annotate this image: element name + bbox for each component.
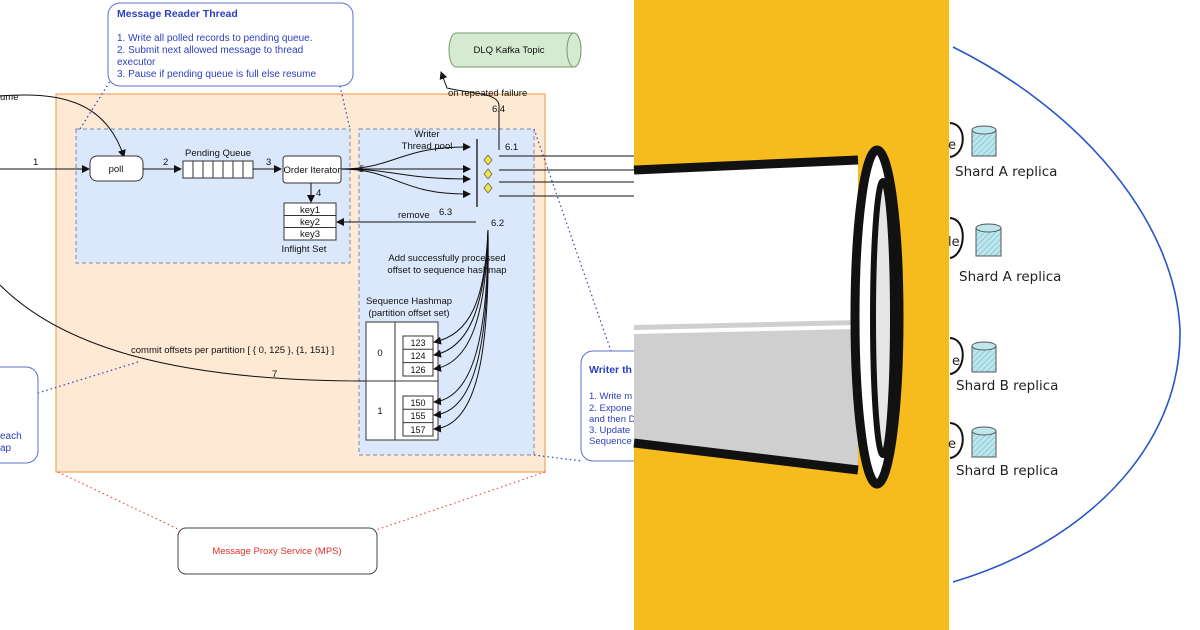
replica-fragment: e: [948, 437, 956, 452]
writer-pool-label: Thread pool: [402, 141, 453, 152]
dispatch-arrow: [340, 168, 471, 183]
left-callout-line: ap: [0, 443, 12, 454]
megaphone-illustration: [633, 0, 949, 630]
dlq-arrow: [439, 71, 500, 150]
worker-icon: [483, 154, 493, 166]
add-processed-text: Add successfully processed: [388, 253, 505, 264]
offset-cell: 123: [410, 338, 425, 348]
remove-label: remove: [398, 210, 430, 221]
left-callout: [0, 366, 39, 464]
replica-label: Shard A replica: [955, 164, 1057, 180]
worker-icon: [483, 182, 493, 194]
step-6-2: 6.2: [491, 218, 504, 229]
database-icon: [975, 223, 1002, 257]
mps-box: [177, 527, 378, 575]
replica-label: Shard B replica: [956, 463, 1058, 479]
inflight-key: key3: [300, 229, 320, 240]
mps-connector: [375, 471, 546, 531]
message-proxy-diagram: Message Reader Thread 1. Write all polle…: [0, 2, 636, 575]
shard-replica-sketch: e Shard A replica le Shard A replica e: [948, 0, 1200, 630]
on-failure-label: on repeated failure: [448, 88, 527, 99]
inflight-label: Inflight Set: [282, 244, 327, 255]
inflight-set: key1 key2 key3: [283, 202, 337, 241]
step-1: 1: [33, 157, 38, 168]
reader-callout-connector: [79, 77, 113, 130]
reader-callout-line: 2. Submit next allowed message to thread: [117, 45, 303, 56]
replica-group: le Shard A replica: [948, 217, 1061, 285]
dispatch-arrow: [340, 168, 471, 199]
writer-callout-title: Writer th: [589, 364, 632, 376]
add-processed-text: offset to sequence hashmap: [387, 265, 506, 276]
seq-hashmap-label: Sequence Hashmap: [366, 296, 452, 307]
megaphone-mouth: [870, 178, 896, 458]
step-4: 4: [316, 188, 321, 199]
sequence-hashmap: 0 1 123 124 126 150 155 157: [365, 321, 439, 441]
pending-queue: [182, 160, 254, 179]
step-6-1: 6.1: [505, 142, 518, 153]
reader-callout-line: 1. Write all polled records to pending q…: [117, 33, 313, 44]
offset-cell: 126: [410, 365, 425, 375]
replica-fragment: le: [948, 235, 960, 250]
left-callout-line: each: [0, 431, 22, 442]
writer-callout-line: and then D: [589, 414, 636, 425]
partition-id: 1: [377, 406, 382, 417]
offset-cell: 155: [410, 411, 425, 421]
mps-connector: [57, 471, 181, 531]
replica-label: Shard B replica: [956, 378, 1058, 394]
database-icon: [971, 426, 997, 458]
reader-callout-connector: [339, 85, 351, 130]
replica-group: e Shard B replica: [949, 337, 1058, 394]
commit-label: commit offsets per partition [ { 0, 125 …: [131, 345, 334, 356]
mps-label: Message Proxy Service (MPS): [212, 546, 341, 557]
replica-fragment: e: [952, 354, 960, 369]
step-6-3: 6.3: [439, 207, 452, 218]
writer-callout: [580, 350, 634, 462]
worker-icon: [483, 168, 493, 180]
partition-id: 0: [377, 348, 382, 359]
replica-fragment: e: [948, 138, 956, 153]
step-2: 2: [163, 157, 168, 168]
writer-callout-line: 2. Expone: [589, 403, 632, 414]
dispatch-arrow: [340, 142, 471, 170]
replica-group: e Shard B replica: [948, 422, 1058, 479]
writer-pool-label: Writer: [414, 129, 439, 140]
resume-arrow: [0, 94, 126, 158]
step-3: 3: [266, 157, 271, 168]
step-7: 7: [272, 369, 277, 380]
poll-label: poll: [109, 164, 124, 175]
cluster-boundary-curve: [952, 46, 1181, 583]
database-icon: [971, 341, 997, 373]
offset-update-arrows: [433, 229, 489, 433]
inflight-key: key1: [300, 205, 320, 216]
offset-cell: 150: [410, 398, 425, 408]
reader-callout: [107, 2, 354, 87]
commit-arrow: [0, 284, 367, 382]
writer-callout-connector: [533, 128, 613, 355]
resume-label: ume: [0, 92, 18, 103]
reader-callout-line: 3. Pause if pending queue is full else r…: [117, 69, 316, 80]
replica-label: Shard A replica: [959, 269, 1061, 285]
replica-group: e Shard A replica: [948, 122, 1057, 180]
order-iterator-label: Order Iterator: [283, 165, 340, 176]
writer-callout-line: 3. Update: [589, 425, 630, 436]
dlq-topic: DLQ Kafka Topic: [448, 32, 582, 68]
reader-callout-line: executor: [117, 57, 156, 68]
seq-hashmap-label: (partition offset set): [368, 308, 449, 319]
offset-cell: 157: [410, 425, 425, 435]
offset-cell: 124: [410, 351, 425, 361]
inflight-key: key2: [300, 217, 320, 228]
step-6-4: 6.4: [492, 104, 505, 115]
dlq-label: DLQ Kafka Topic: [473, 45, 544, 56]
pending-queue-label: Pending Queue: [185, 148, 251, 159]
database-icon: [971, 125, 997, 157]
writer-callout-line: Sequence: [589, 436, 632, 447]
writer-callout-line: 1. Write m: [589, 391, 632, 402]
reader-callout-title: Message Reader Thread: [117, 8, 238, 20]
